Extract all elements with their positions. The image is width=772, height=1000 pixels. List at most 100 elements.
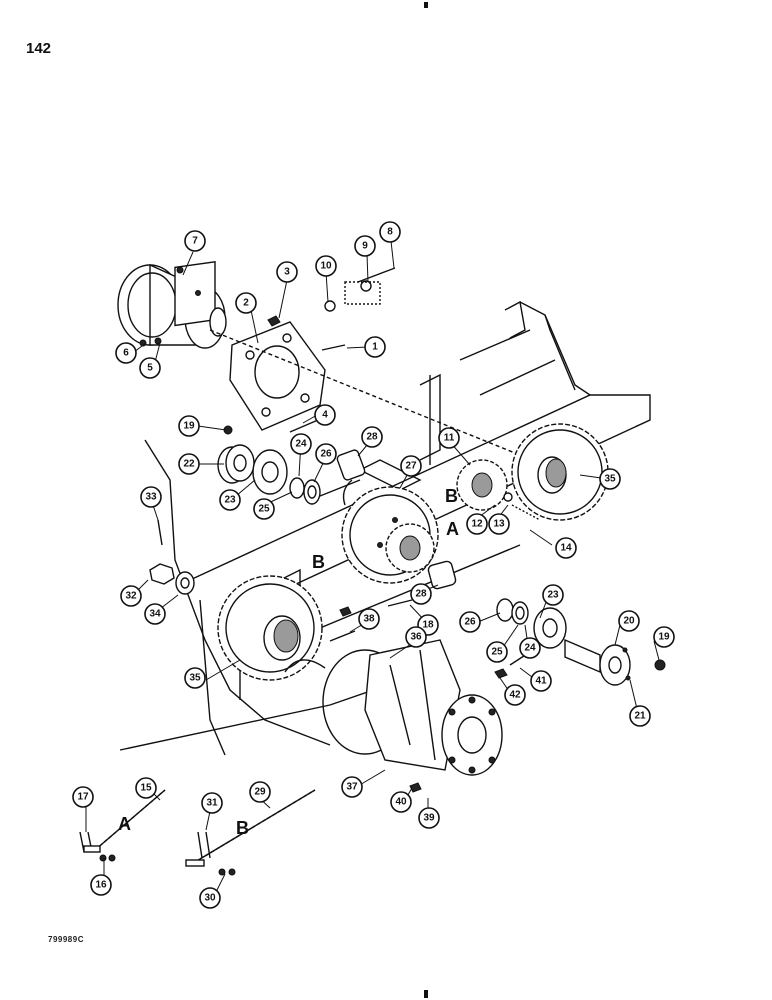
- callout-20: 20: [618, 610, 640, 632]
- callout-26-lower: 26: [459, 611, 481, 633]
- callout-3: 3: [276, 261, 298, 283]
- axle-housing: [322, 639, 531, 793]
- svg-text:16: 16: [95, 880, 107, 891]
- center-bolts: [284, 599, 413, 673]
- label-b-lower: B: [312, 552, 325, 572]
- sprocket-27: [341, 486, 457, 590]
- svg-text:13: 13: [493, 519, 505, 530]
- svg-text:17: 17: [77, 792, 89, 803]
- callout-17: 17: [72, 786, 94, 808]
- svg-text:15: 15: [140, 783, 152, 794]
- svg-text:38: 38: [363, 614, 375, 625]
- svg-text:14: 14: [560, 543, 572, 554]
- svg-text:42: 42: [509, 690, 521, 701]
- callout-12: 12: [466, 513, 488, 535]
- svg-text:29: 29: [254, 787, 266, 798]
- svg-text:27: 27: [405, 461, 417, 472]
- callout-28-upper: 28: [361, 426, 383, 448]
- callout-1: 1: [364, 336, 386, 358]
- callout-23-upper: 23: [219, 489, 241, 511]
- roller-chain-a: [79, 789, 166, 862]
- callout-7: 7: [184, 230, 206, 252]
- svg-text:30: 30: [204, 893, 216, 904]
- left-hardware: [149, 519, 195, 595]
- svg-text:19: 19: [183, 421, 195, 432]
- callout-5: 5: [139, 357, 161, 379]
- callout-28-lower: 28: [410, 583, 432, 605]
- callout-34: 34: [144, 603, 166, 625]
- callout-6: 6: [115, 342, 137, 364]
- svg-text:31: 31: [206, 798, 218, 809]
- svg-text:36: 36: [410, 632, 422, 643]
- svg-text:32: 32: [125, 591, 137, 602]
- svg-text:24: 24: [524, 643, 536, 654]
- callout-29: 29: [249, 781, 271, 803]
- callout-11: 11: [438, 427, 460, 449]
- svg-text:6: 6: [123, 348, 129, 359]
- callout-35-upper: 35: [599, 468, 621, 490]
- callout-38: 38: [358, 608, 380, 630]
- callout-19-upper: 19: [178, 415, 200, 437]
- page-number: 142: [26, 40, 52, 57]
- callout-26-upper: 26: [315, 443, 337, 465]
- svg-text:5: 5: [147, 363, 153, 374]
- svg-text:25: 25: [258, 504, 270, 515]
- svg-text:28: 28: [366, 432, 378, 443]
- sprocket-lower-left: [217, 575, 323, 681]
- svg-text:26: 26: [464, 617, 476, 628]
- drive-motor: [117, 260, 227, 349]
- svg-text:9: 9: [362, 241, 368, 252]
- callout-22: 22: [178, 453, 200, 475]
- callout-23-lower: 23: [542, 584, 564, 606]
- mounting-plate: [229, 321, 326, 431]
- plate-hardware: [209, 267, 521, 456]
- chain-case-housing: [119, 300, 651, 756]
- callout-24-lower: 24: [519, 637, 541, 659]
- callout-4: 4: [314, 404, 336, 426]
- callout-33: 33: [140, 486, 162, 508]
- callout-35-lower: 35: [184, 667, 206, 689]
- callout-31: 31: [201, 792, 223, 814]
- callout-39: 39: [418, 807, 440, 829]
- callout-16: 16: [90, 874, 112, 896]
- registration-mark-bottom: [424, 990, 428, 998]
- callout-36: 36: [405, 626, 427, 648]
- callout-21: 21: [629, 705, 651, 727]
- label-b-chain: B: [236, 818, 249, 838]
- svg-text:23: 23: [224, 495, 236, 506]
- callout-15: 15: [135, 777, 157, 799]
- label-a-chain: A: [118, 814, 131, 834]
- callout-24-upper: 24: [290, 433, 312, 455]
- svg-text:28: 28: [415, 589, 427, 600]
- lower-hub-parts: [496, 598, 666, 686]
- label-b-upper: B: [445, 486, 458, 506]
- sprocket-small-upper: [456, 459, 541, 521]
- callout-41: 41: [530, 670, 552, 692]
- svg-text:7: 7: [192, 236, 198, 247]
- svg-text:41: 41: [535, 676, 547, 687]
- roller-chain-b: [185, 789, 316, 876]
- svg-text:39: 39: [423, 813, 435, 824]
- callout-37: 37: [341, 776, 363, 798]
- svg-text:34: 34: [149, 609, 161, 620]
- callout-40: 40: [390, 791, 412, 813]
- bearing-flange-upper: [217, 425, 366, 506]
- callout-9: 9: [354, 235, 376, 257]
- svg-text:1: 1: [372, 342, 378, 353]
- callout-19-lower: 19: [653, 626, 675, 648]
- svg-text:24: 24: [295, 439, 307, 450]
- svg-text:4: 4: [322, 410, 328, 421]
- label-a-upper: A: [446, 519, 459, 539]
- svg-text:22: 22: [183, 459, 195, 470]
- figure-code: 799989C: [48, 935, 84, 944]
- callout-27: 27: [400, 455, 422, 477]
- svg-text:19: 19: [658, 632, 670, 643]
- svg-text:2: 2: [243, 298, 249, 309]
- svg-text:40: 40: [395, 797, 407, 808]
- svg-text:3: 3: [284, 267, 290, 278]
- svg-text:23: 23: [547, 590, 559, 601]
- callout-42: 42: [504, 684, 526, 706]
- svg-text:37: 37: [346, 782, 358, 793]
- callout-30: 30: [199, 887, 221, 909]
